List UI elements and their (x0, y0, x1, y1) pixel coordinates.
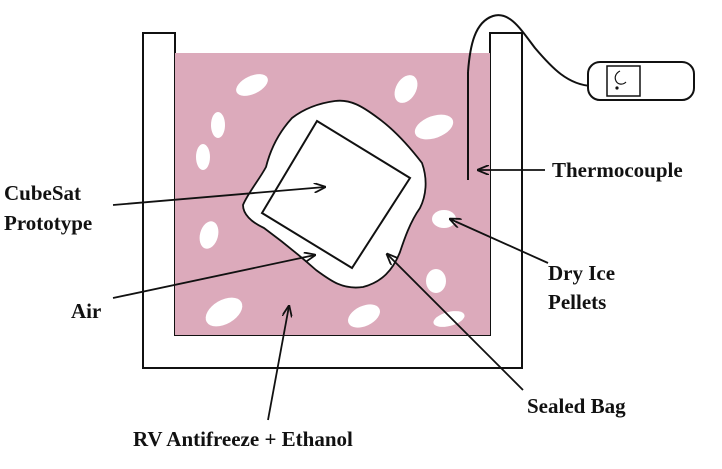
sealed-bag-arrow (387, 254, 524, 391)
thermometer-display-glyph (614, 70, 627, 85)
cubesat-prototype (260, 119, 412, 270)
label-sealed-bag: Sealed Bag (527, 394, 626, 418)
thermocouple-cable (467, 14, 593, 87)
pellet (414, 114, 454, 140)
label-antifreeze: RV Antifreeze + Ethanol (133, 427, 353, 451)
pellet (211, 112, 225, 138)
thermometer-display-dot (615, 86, 619, 90)
label-pellets: Pellets (548, 290, 606, 314)
thermometer-meter (587, 61, 695, 101)
antifreeze-arrow (267, 306, 289, 421)
label-dry-ice: Dry Ice (548, 261, 615, 285)
label-thermocouple: Thermocouple (552, 158, 683, 182)
dry-ice-arrow (450, 219, 549, 264)
pellet (348, 304, 380, 328)
cubesat-arrow (112, 187, 325, 206)
pellet (426, 269, 446, 293)
pellet (394, 75, 418, 103)
callout-arrows (112, 170, 549, 421)
thermometer-display (606, 65, 641, 97)
air-arrow (112, 255, 315, 299)
label-air: Air (71, 299, 101, 323)
label-prototype: Prototype (4, 211, 92, 235)
label-cubesat: CubeSat (4, 181, 81, 205)
pellet (236, 74, 268, 96)
pellet (196, 144, 210, 170)
pellet (205, 297, 243, 327)
pellet (199, 221, 219, 249)
pellet (432, 210, 456, 228)
